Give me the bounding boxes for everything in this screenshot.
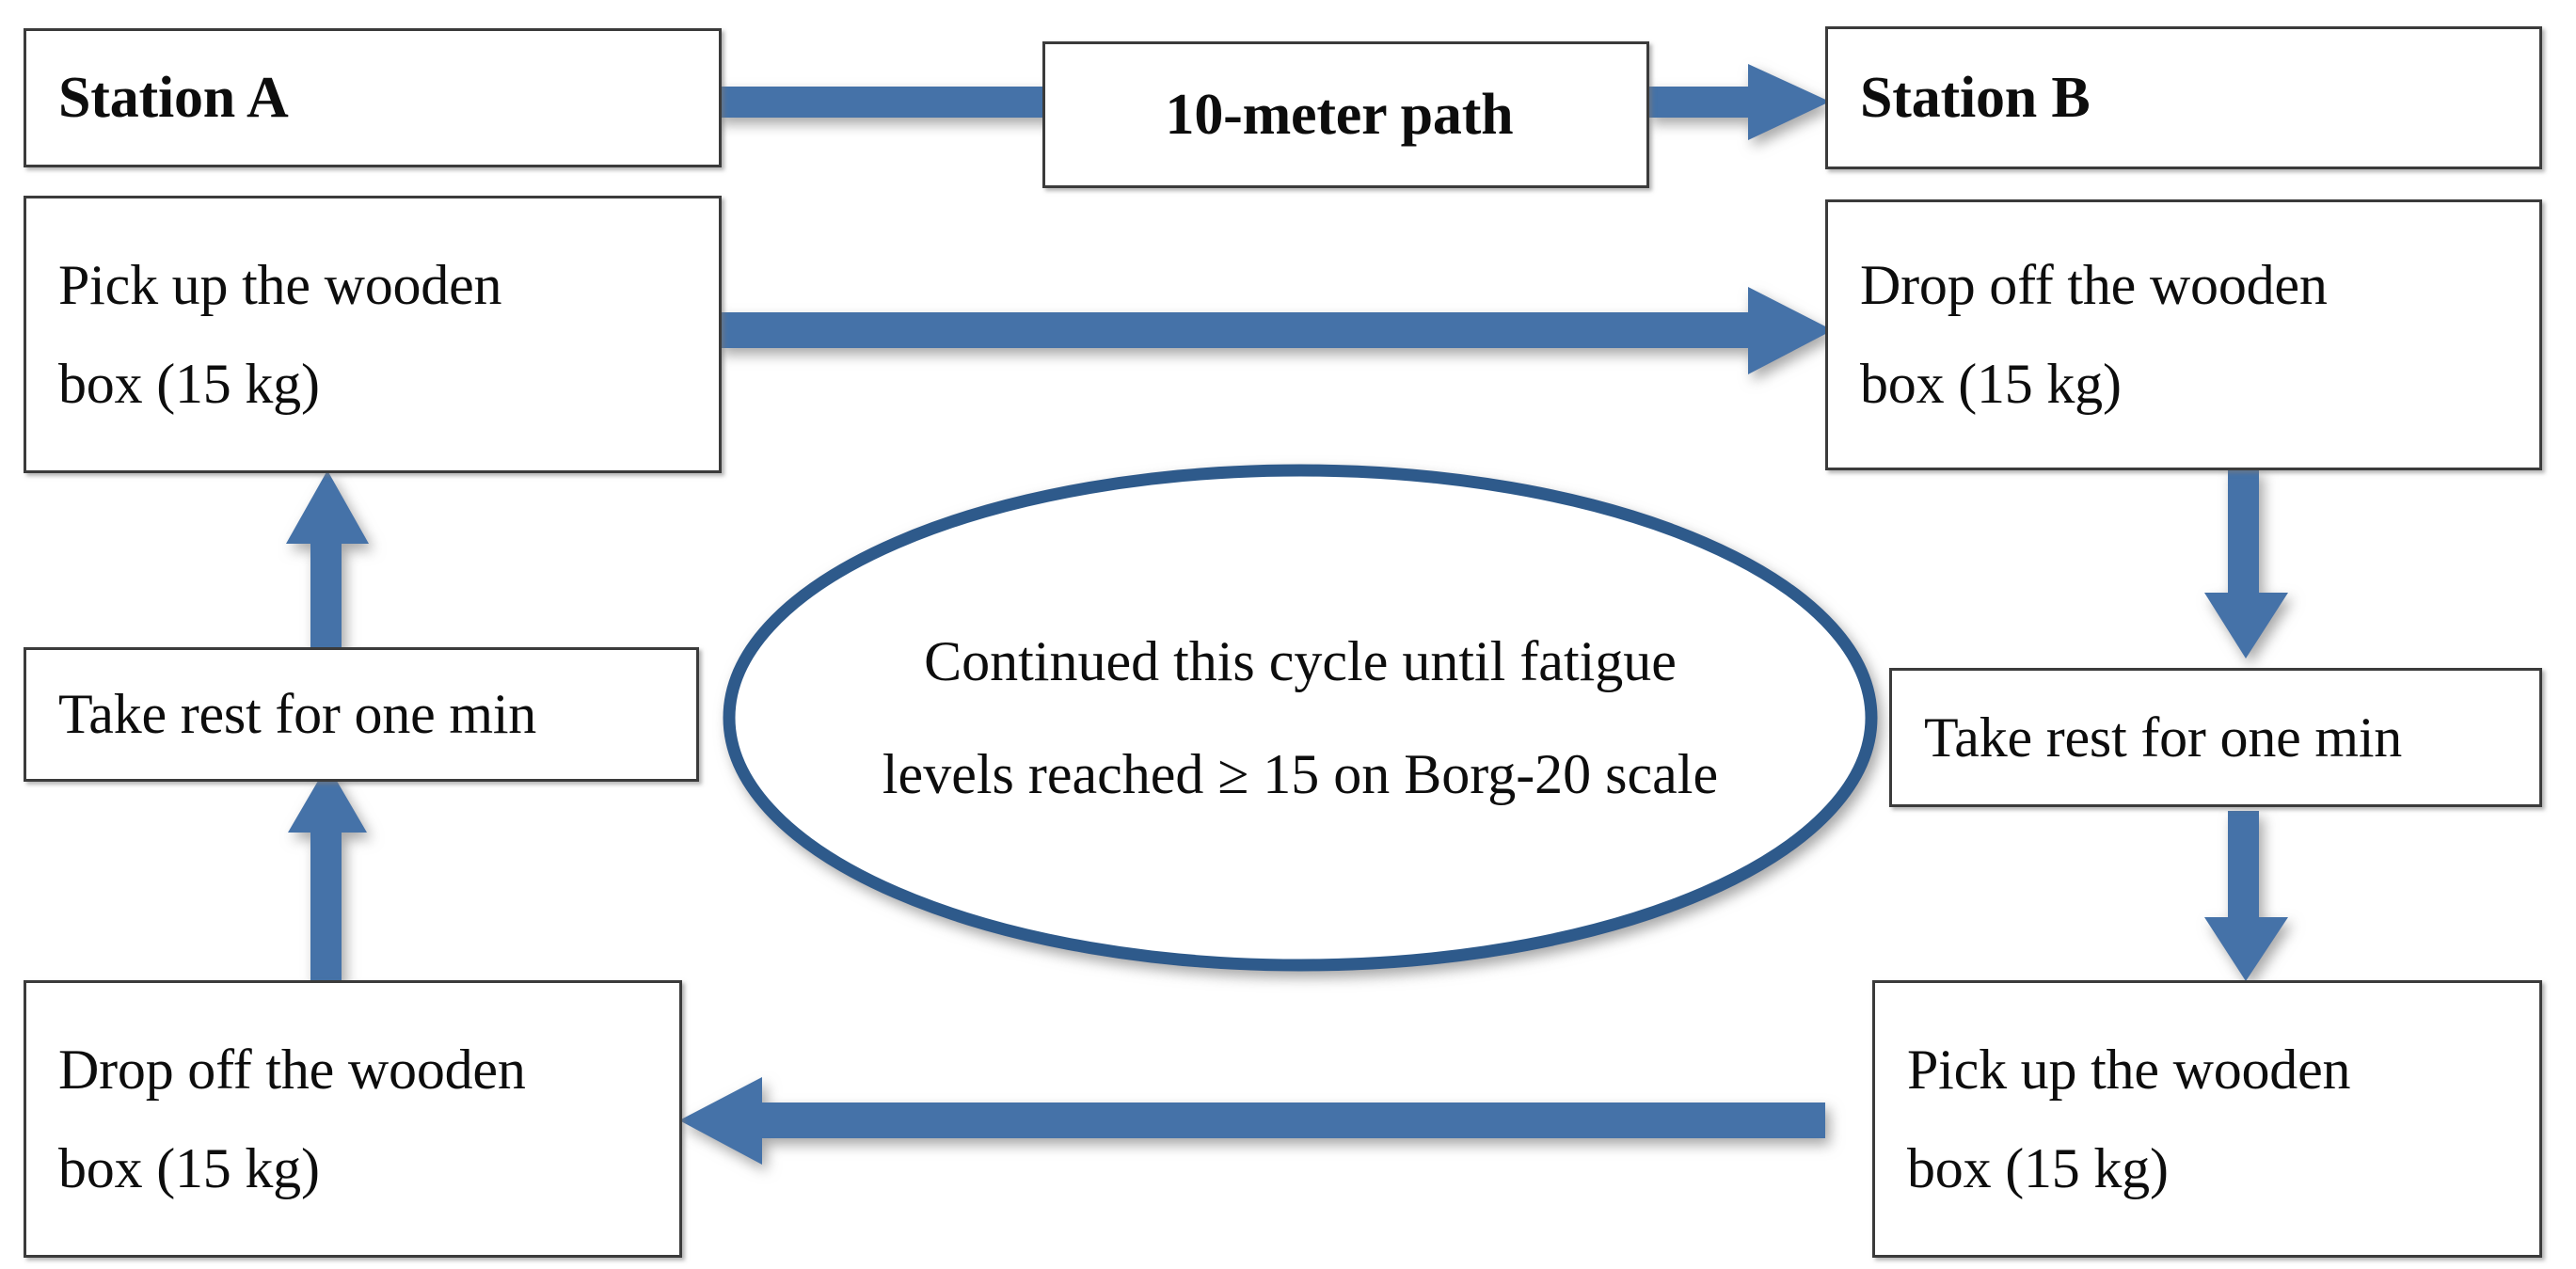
cycle-note-ellipse: Continued this cycle until fatigue level… [729,470,1871,965]
node-dropoff-right[interactable]: Drop off the wooden box (15 kg) [1825,199,2542,470]
cycle-note-label: Continued this cycle until fatigue level… [882,630,1719,805]
arrow-dropoffright-to-restright [2204,468,2288,658]
node-10-meter-path-label: 10-meter path [1165,82,1514,147]
node-rest-right-label: Take rest for one min [1924,706,2403,769]
node-station-a[interactable]: Station A [24,28,722,167]
node-station-b[interactable]: Station B [1825,26,2542,169]
node-pickup-left-label: Pick up the wooden box (15 kg) [58,253,502,415]
node-pickup-right[interactable]: Pick up the wooden box (15 kg) [1872,980,2542,1258]
node-pickup-left[interactable]: Pick up the wooden box (15 kg) [24,196,722,473]
node-dropoff-left[interactable]: Drop off the wooden box (15 kg) [24,980,682,1258]
node-dropoff-left-label: Drop off the wooden box (15 kg) [58,1038,526,1199]
node-rest-right[interactable]: Take rest for one min [1889,668,2542,807]
node-10-meter-path[interactable]: 10-meter path [1042,41,1649,188]
node-dropoff-right-label: Drop off the wooden box (15 kg) [1860,254,2328,415]
node-station-b-label: Station B [1860,65,2091,130]
arrow-pickupleft-to-dropoffright [717,287,1833,374]
node-rest-left[interactable]: Take rest for one min [24,647,699,782]
arrow-dropoffleft-to-restleft [288,765,367,983]
arrow-path-to-b [1646,64,1830,140]
node-pickup-right-label: Pick up the wooden box (15 kg) [1907,1038,2351,1199]
arrow-restright-to-pickupright [2204,811,2288,981]
arrow-a-to-path [715,87,1054,118]
node-rest-left-label: Take rest for one min [58,683,537,745]
arrow-restleft-to-pickupleft [286,470,369,649]
node-station-a-label: Station A [58,65,289,130]
arrow-pickupright-to-dropoffleft [679,1077,1825,1165]
